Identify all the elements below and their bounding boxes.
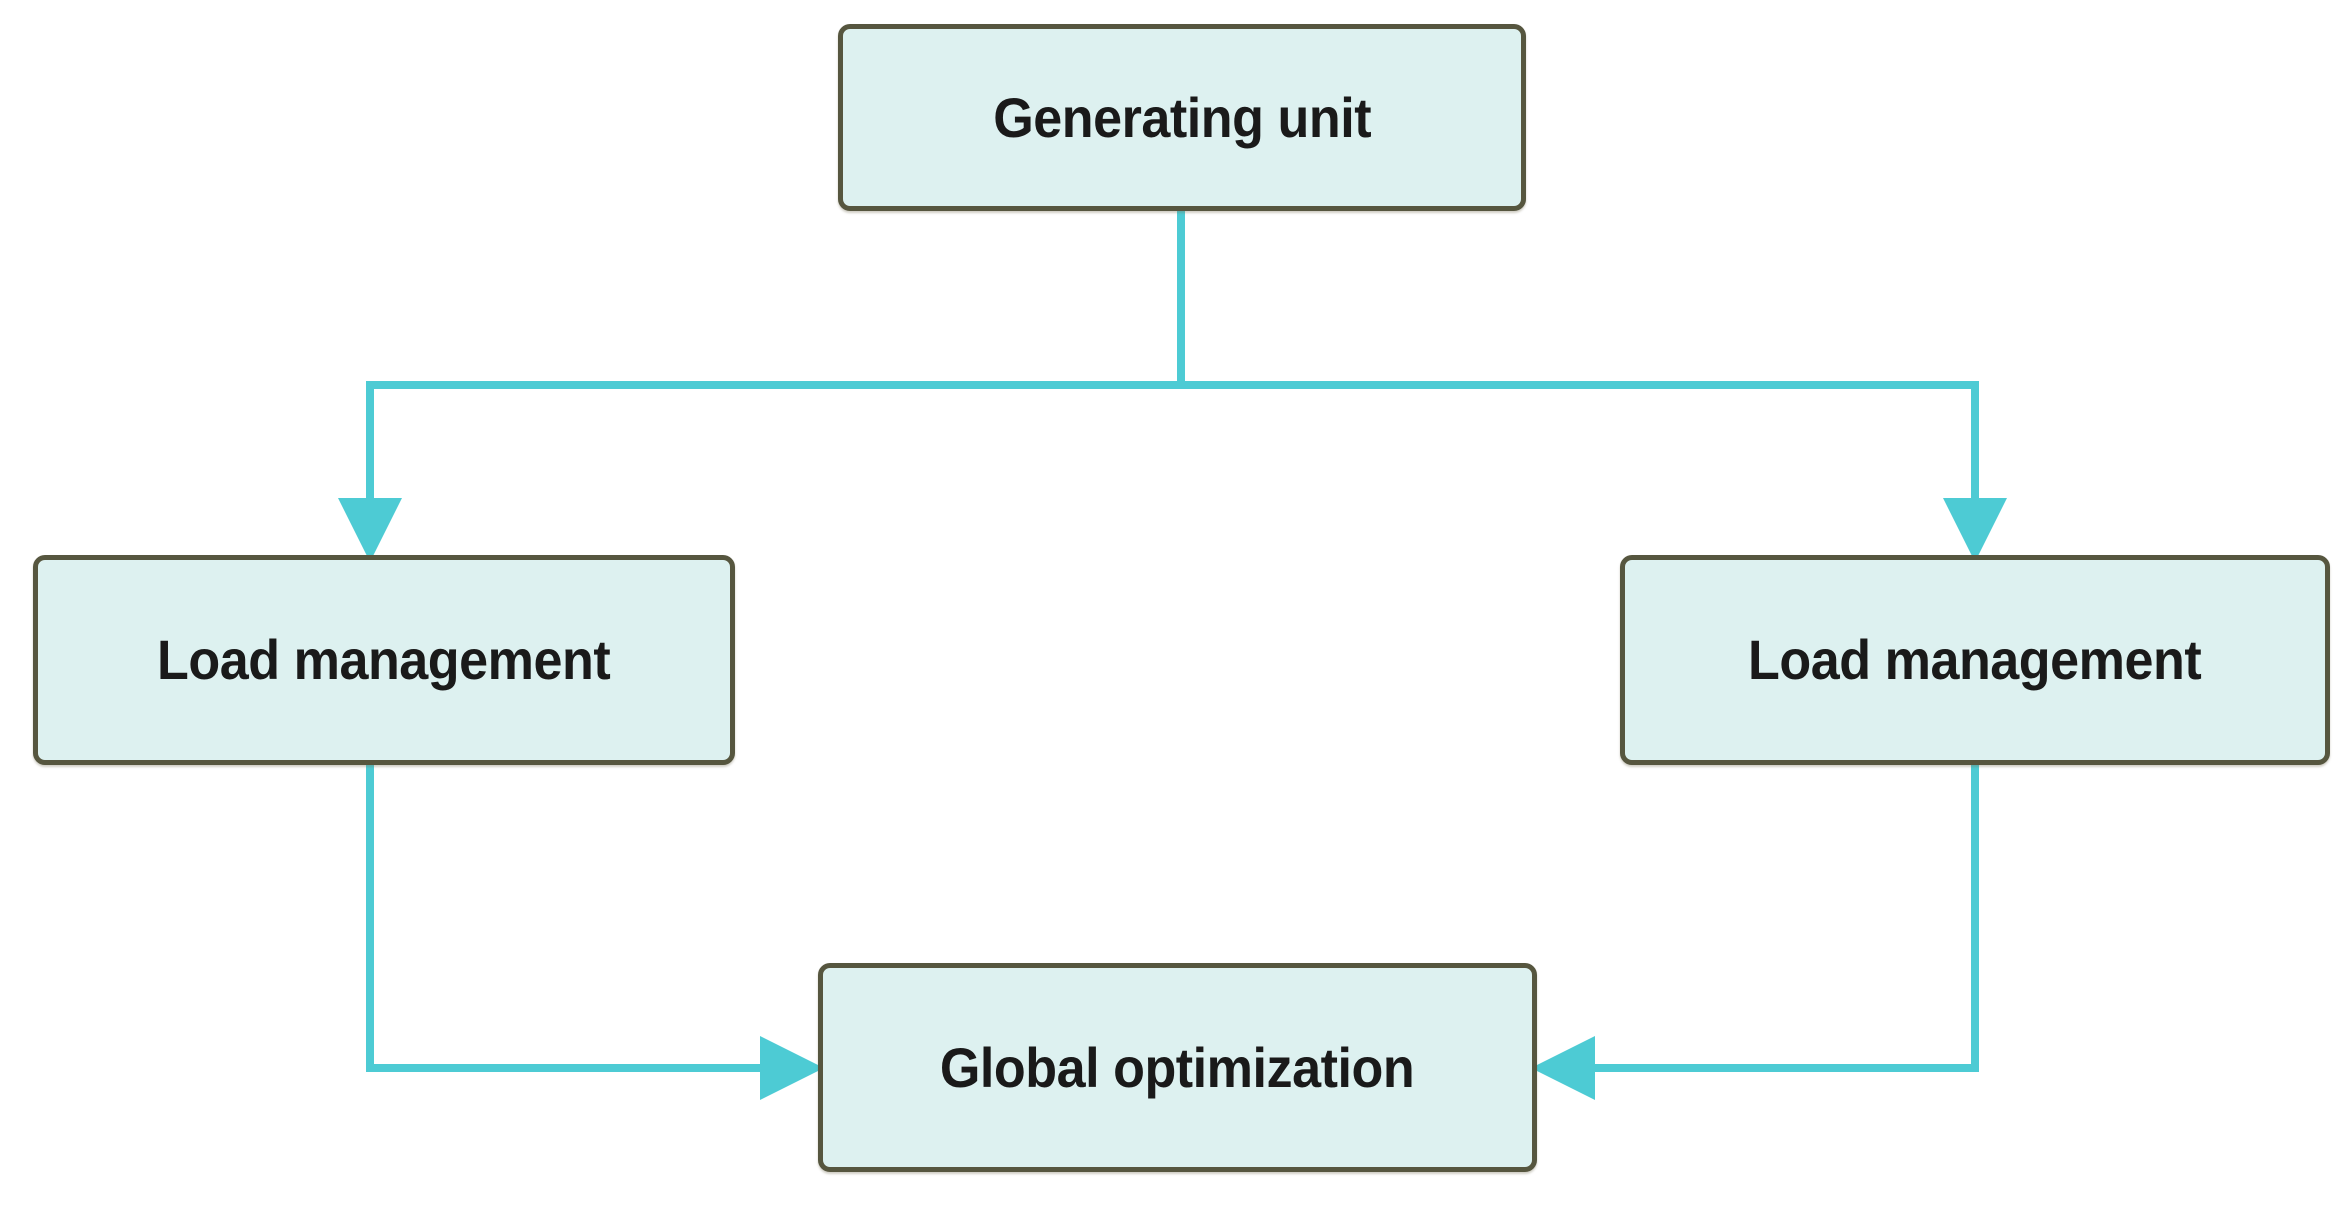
- node-load-management-left[interactable]: Load management: [33, 555, 735, 765]
- node-generating-unit-label: Generating unit: [993, 85, 1371, 149]
- node-global-optimization[interactable]: Global optimization: [818, 963, 1537, 1172]
- node-load-management-left-label: Load management: [157, 628, 611, 692]
- node-load-management-right[interactable]: Load management: [1620, 555, 2330, 765]
- arrowhead-right: [760, 1036, 824, 1100]
- edge-load-left-to-global: [366, 765, 824, 1100]
- arrowhead-down-right: [1943, 498, 2007, 562]
- arrowhead-down-left: [338, 498, 402, 562]
- edge-gen-to-load-left: [338, 381, 1181, 562]
- edge-load-right-to-global: [1531, 765, 1979, 1100]
- node-load-management-right-label: Load management: [1748, 628, 2202, 692]
- node-global-optimization-label: Global optimization: [940, 1035, 1415, 1099]
- edge-gen-to-load-right: [1181, 381, 2007, 562]
- node-generating-unit[interactable]: Generating unit: [838, 24, 1526, 211]
- arrowhead-left: [1531, 1036, 1595, 1100]
